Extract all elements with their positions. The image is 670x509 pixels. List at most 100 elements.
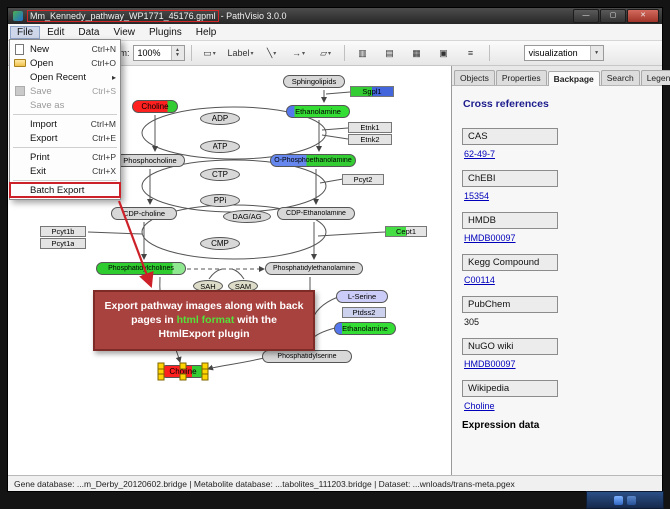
xref-source: Kegg Compound (462, 254, 558, 271)
pathway-node[interactable]: Ethanolamine (286, 105, 350, 118)
menu-view[interactable]: View (113, 26, 135, 38)
file-menu-item-batch-export[interactable]: Batch Export (9, 182, 121, 198)
menu-help[interactable]: Help (195, 26, 217, 38)
pathway-node[interactable]: Ethanolamine (334, 322, 396, 335)
menu-edit[interactable]: Edit (47, 26, 65, 38)
pathway-node[interactable]: Phosphocholine (115, 154, 185, 167)
node-label: L-Serine (347, 292, 377, 301)
toolbar-separator (488, 45, 490, 61)
menu-plugins[interactable]: Plugins (148, 26, 182, 38)
selection-handle[interactable] (157, 373, 165, 381)
pathway-node[interactable]: Ptdss2 (342, 307, 386, 318)
label-tool-icon: Label (227, 48, 250, 58)
node-label: O-Phosphoethanolamine (274, 157, 352, 164)
pathway-node[interactable]: Etnk1 (348, 122, 392, 133)
node-label: Choline (141, 102, 169, 111)
align-vertical-button[interactable]: ▤ (378, 43, 402, 63)
taskbar-icon (627, 495, 636, 505)
line-tool-button[interactable]: ╲▾ (260, 43, 284, 63)
pathway-node[interactable]: Cept1 (385, 226, 427, 237)
tab-legend[interactable]: Legend (640, 70, 670, 85)
xref-link[interactable]: Choline (464, 401, 495, 411)
node-label: CDP-Ethanolamine (286, 210, 346, 217)
datanode-tool-button[interactable]: ▭▾ (198, 43, 222, 63)
selection-handle[interactable] (179, 373, 187, 381)
xref-link[interactable]: 62-49-7 (464, 149, 496, 159)
zoom-spinner[interactable]: ▲▼ (170, 46, 184, 60)
window-title-app: - PathVisio 3.0.0 (220, 11, 287, 21)
node-label: Etnk1 (360, 123, 380, 132)
node-label: DAG/AG (232, 212, 262, 221)
close-button[interactable]: ✕ (627, 9, 659, 23)
pathway-node[interactable]: Phosphatidylethanolamine (265, 262, 363, 275)
tab-properties[interactable]: Properties (495, 70, 547, 85)
file-menu-item-open-recent[interactable]: Open Recent▸ (30, 71, 116, 83)
xref-link[interactable]: C00114 (464, 275, 495, 285)
visualization-dropdown-arrow[interactable]: ▼ (589, 46, 603, 60)
selection-handle[interactable] (179, 362, 187, 370)
pathway-node[interactable]: ATP (200, 140, 240, 153)
shape-tool-button[interactable]: ▱▾ (314, 43, 338, 63)
distribute-vertical-icon: ▣ (439, 47, 448, 58)
minimize-button[interactable]: — (573, 9, 599, 23)
xref-link[interactable]: 15354 (464, 191, 490, 201)
pathway-node[interactable]: Sgpl1 (350, 86, 394, 97)
align-horizontal-button[interactable]: ▥ (351, 43, 375, 63)
node-label: Phosphocholine (123, 156, 177, 165)
pathway-node[interactable]: CDP-Ethanolamine (277, 207, 355, 220)
pathway-node[interactable]: DAG/AG (223, 210, 271, 223)
visualization-select[interactable]: visualization▼ (523, 45, 604, 61)
menu-separator (13, 147, 117, 148)
file-menu-item-save-as[interactable]: Save as (30, 99, 65, 111)
menu-data[interactable]: Data (78, 26, 100, 38)
xref-source: CAS (462, 128, 558, 145)
tab-objects[interactable]: Objects (454, 70, 495, 85)
distribute-horizontal-button[interactable]: ▦ (405, 43, 429, 63)
label-tool-button[interactable]: Label▾ (225, 43, 257, 63)
dropdown-caret-icon: ▾ (302, 50, 306, 57)
pathway-node[interactable]: Sphingolipids (283, 75, 345, 88)
xref-entry: CAS 62-49-7 (462, 126, 652, 159)
pathway-node[interactable]: PPi (200, 194, 240, 207)
pathway-node[interactable]: Phosphatidylserine (262, 350, 352, 363)
stack-button[interactable]: ≡ (459, 43, 483, 63)
pathway-node[interactable]: Etnk2 (348, 134, 392, 145)
pathway-node[interactable]: O-Phosphoethanolamine (270, 154, 356, 167)
tab-search[interactable]: Search (600, 70, 640, 85)
pathway-node[interactable]: Pcyt1b (40, 226, 86, 237)
pathway-node[interactable]: ADP (200, 112, 240, 125)
pathway-node[interactable]: Pcyt1a (40, 238, 86, 249)
pathway-node[interactable]: CTP (200, 168, 240, 181)
selection-handle[interactable] (201, 373, 209, 381)
pathway-node[interactable]: Choline (157, 362, 209, 381)
menu-file[interactable]: File (10, 25, 41, 39)
pathway-node[interactable]: CMP (200, 237, 240, 250)
pathway-node[interactable]: Choline (132, 100, 178, 113)
pathway-node[interactable]: L-Serine (336, 290, 388, 303)
menu-separator (13, 114, 117, 115)
xref-link[interactable]: HMDB00097 (464, 359, 516, 369)
zoom-select[interactable]: 100%▲▼ (132, 45, 185, 61)
pathway-node[interactable]: Pcyt2 (342, 174, 384, 185)
xref-source: ChEBI (462, 170, 558, 187)
tab-backpage[interactable]: Backpage (547, 71, 600, 86)
arrow-tool-button[interactable]: →▾ (287, 43, 311, 63)
pathway-node[interactable]: Phosphatidylcholines (96, 262, 186, 275)
toolbar-separator (190, 45, 192, 61)
xref-link[interactable]: HMDB00097 (464, 233, 516, 243)
distribute-vertical-button[interactable]: ▣ (432, 43, 456, 63)
pathway-node[interactable]: CDP-choline (111, 207, 177, 220)
maximize-button[interactable]: ▢ (600, 9, 626, 23)
node-label: Pcyt1a (51, 239, 75, 248)
